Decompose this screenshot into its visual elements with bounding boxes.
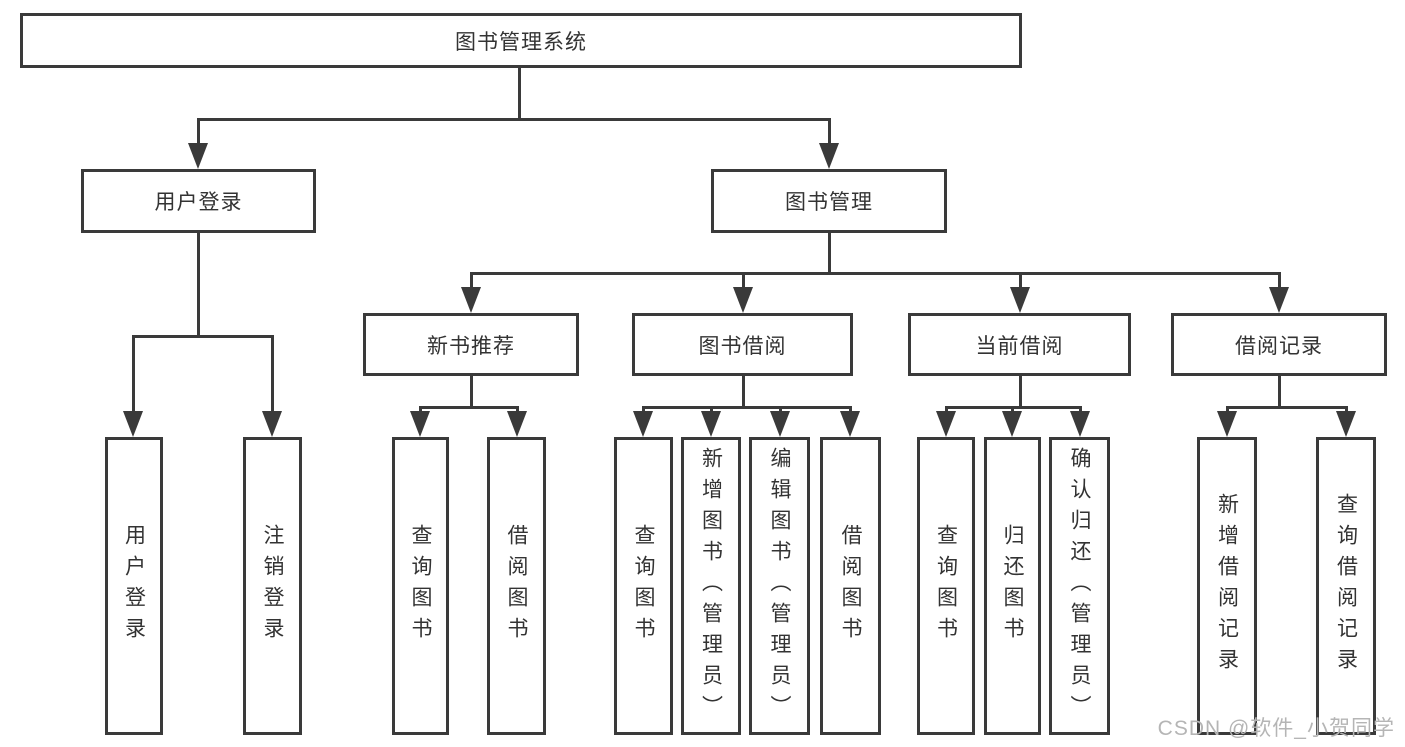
leaf-edit-book: 编辑图书（管理员） — [749, 437, 810, 735]
connector-stem — [132, 335, 135, 415]
leaf-confirm-return-label: 确认归还（管理员） — [1068, 446, 1091, 726]
connector-root-drop — [518, 66, 521, 120]
arrow-down-icon — [770, 411, 790, 437]
leaf-user-login: 用户登录 — [105, 437, 163, 735]
leaf-query-book-1-label: 查询图书 — [409, 524, 432, 648]
connector-userlogin-drop — [197, 233, 200, 337]
node-user-login-label: 用户登录 — [154, 191, 243, 214]
arrow-down-icon — [1269, 287, 1289, 313]
arrow-down-icon — [123, 411, 143, 437]
leaf-query-book-2-label: 查询图书 — [632, 524, 655, 648]
arrow-down-icon — [633, 411, 653, 437]
node-book-mgmt-label: 图书管理 — [785, 191, 873, 214]
connector-branch — [419, 406, 519, 409]
leaf-confirm-return: 确认归还（管理员） — [1049, 437, 1110, 735]
leaf-query-book-3: 查询图书 — [917, 437, 975, 735]
connector-stem — [828, 118, 831, 148]
node-borrow-records: 借阅记录 — [1171, 313, 1387, 376]
arrow-down-icon — [936, 411, 956, 437]
connector-drop — [1019, 376, 1022, 408]
leaf-query-book-2: 查询图书 — [614, 437, 673, 735]
arrow-down-icon — [1336, 411, 1356, 437]
leaf-add-book-label: 新增图书（管理员） — [699, 446, 723, 726]
leaf-add-borrow-record-label: 新增借阅记录 — [1215, 493, 1239, 679]
connector-userlogin-branch — [132, 335, 274, 338]
arrow-down-icon — [507, 411, 527, 437]
leaf-query-borrow-record-label: 查询借阅记录 — [1334, 493, 1358, 679]
leaf-logout-label: 注销登录 — [261, 524, 284, 648]
arrow-down-icon — [840, 411, 860, 437]
arrow-down-icon — [262, 411, 282, 437]
leaf-query-book-3-label: 查询图书 — [934, 524, 958, 648]
leaf-return-book: 归还图书 — [984, 437, 1041, 735]
node-new-book-rec-label: 新书推荐 — [427, 334, 515, 358]
node-root: 图书管理系统 — [20, 13, 1022, 68]
node-book-borrow: 图书借阅 — [632, 313, 853, 376]
connector-branch — [642, 406, 852, 409]
connector-stem — [271, 335, 274, 415]
leaf-borrow-book-2: 借阅图书 — [820, 437, 881, 735]
connector-branch — [1226, 406, 1348, 409]
node-book-borrow-label: 图书借阅 — [698, 334, 787, 358]
leaf-edit-book-label: 编辑图书（管理员） — [768, 446, 791, 726]
leaf-borrow-book-1-label: 借阅图书 — [505, 524, 528, 648]
leaf-borrow-book-2-label: 借阅图书 — [839, 524, 862, 648]
node-current-borrow-label: 当前借阅 — [975, 334, 1064, 358]
arrow-down-icon — [188, 143, 208, 169]
arrow-down-icon — [410, 411, 430, 437]
connector-drop — [742, 376, 745, 408]
arrow-down-icon — [461, 287, 481, 313]
connector-stem — [742, 272, 745, 293]
connector-root-branch — [197, 118, 831, 121]
arrow-down-icon — [1002, 411, 1022, 437]
arrow-down-icon — [1010, 287, 1030, 313]
leaf-add-book: 新增图书（管理员） — [681, 437, 741, 735]
connector-bookmgmt-branch — [470, 272, 1281, 275]
leaf-add-borrow-record: 新增借阅记录 — [1197, 437, 1257, 735]
arrow-down-icon — [733, 287, 753, 313]
connector-stem — [470, 272, 473, 293]
connector-bookmgmt-drop — [828, 233, 831, 274]
node-new-book-rec: 新书推荐 — [363, 313, 579, 376]
csdn-watermark: CSDN @软件_小贺同学 — [1157, 717, 1395, 740]
arrow-down-icon — [819, 143, 839, 169]
leaf-user-login-label: 用户登录 — [122, 524, 146, 648]
node-user-login: 用户登录 — [81, 169, 316, 233]
leaf-query-book-1: 查询图书 — [392, 437, 449, 735]
arrow-down-icon — [1070, 411, 1090, 437]
node-book-mgmt: 图书管理 — [711, 169, 947, 233]
leaf-return-book-label: 归还图书 — [1001, 524, 1024, 648]
leaf-borrow-book-1: 借阅图书 — [487, 437, 546, 735]
connector-stem — [197, 118, 200, 148]
leaf-logout: 注销登录 — [243, 437, 302, 735]
connector-stem — [1019, 272, 1022, 293]
arrow-down-icon — [1217, 411, 1237, 437]
leaf-query-borrow-record: 查询借阅记录 — [1316, 437, 1376, 735]
node-root-label: 图书管理系统 — [455, 30, 587, 54]
arrow-down-icon — [701, 411, 721, 437]
node-borrow-records-label: 借阅记录 — [1235, 334, 1323, 358]
connector-drop — [1278, 376, 1281, 408]
node-current-borrow: 当前借阅 — [908, 313, 1131, 376]
connector-stem — [1278, 272, 1281, 293]
connector-drop — [470, 376, 473, 408]
